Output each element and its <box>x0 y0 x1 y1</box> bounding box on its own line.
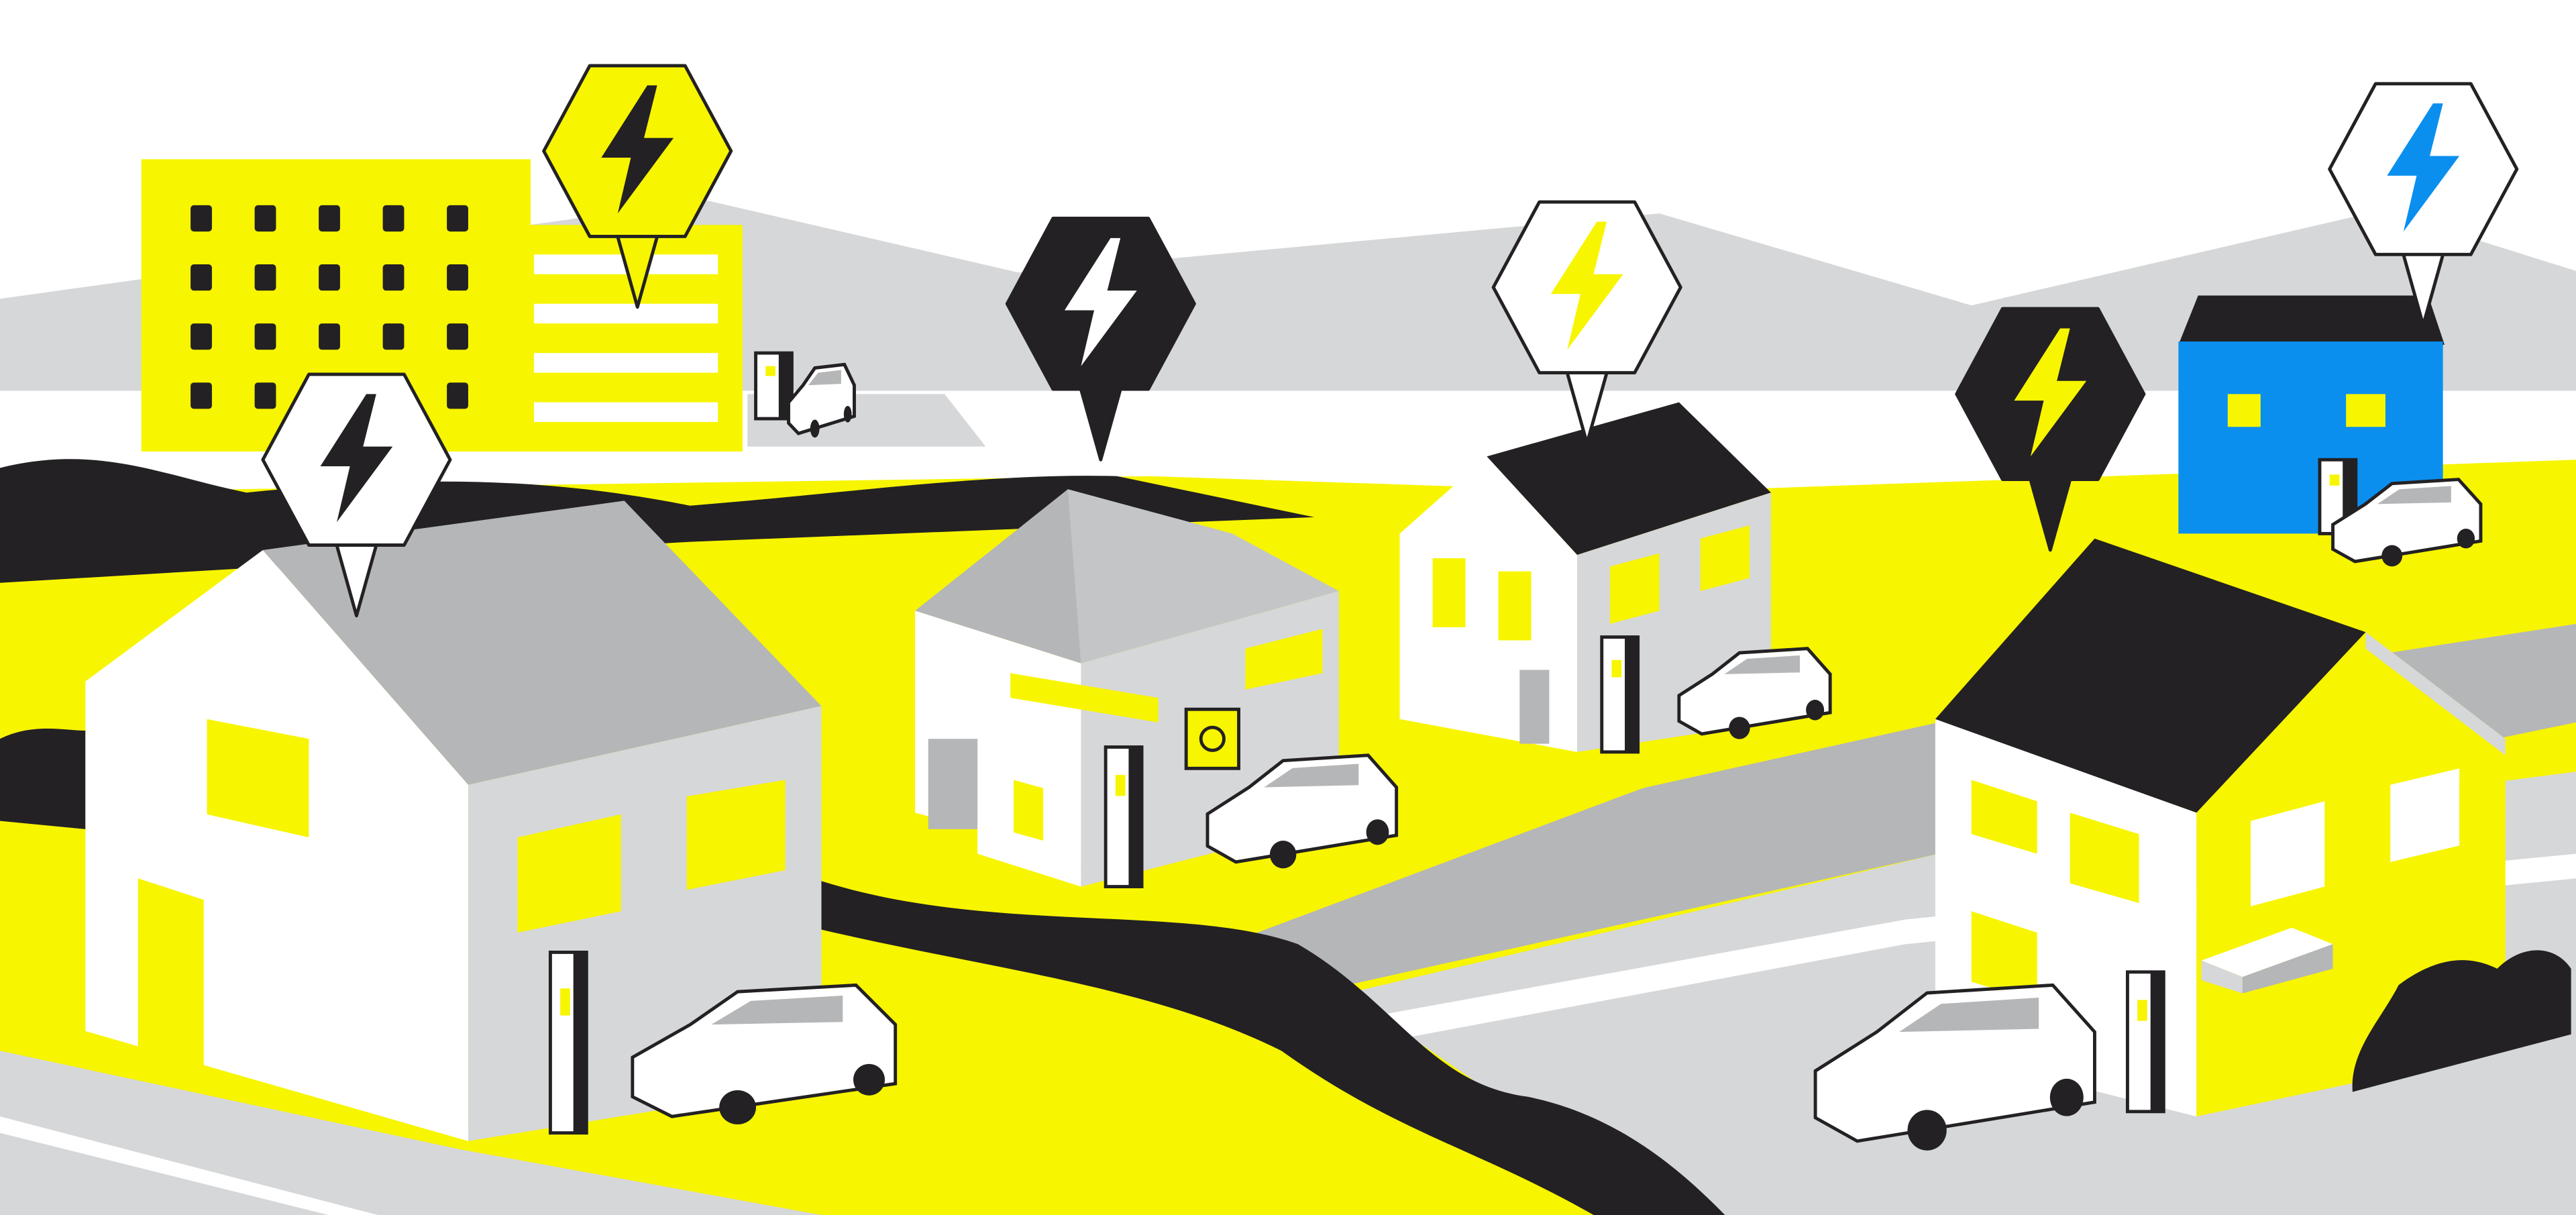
window <box>191 264 212 291</box>
lightning-bolt-icon <box>2014 328 2087 457</box>
electric-car <box>787 362 856 438</box>
window <box>447 323 468 350</box>
ev-charger <box>548 950 588 1135</box>
charging-pin <box>1005 217 1196 462</box>
window <box>382 264 405 291</box>
ev-charger <box>2125 970 2165 1114</box>
bushes <box>2352 950 2571 1092</box>
charging-pin <box>261 372 452 618</box>
window <box>447 205 468 232</box>
electric-car <box>631 983 898 1124</box>
ev-charger <box>754 351 794 421</box>
window <box>191 323 212 350</box>
window <box>447 264 468 291</box>
charging-pin <box>2328 82 2519 327</box>
window <box>319 205 340 232</box>
electric-car <box>1813 983 2096 1151</box>
charging-pin <box>1491 200 1682 445</box>
lightning-bolt-icon <box>1064 237 1137 366</box>
window <box>254 323 276 350</box>
window <box>191 205 212 232</box>
charging-pin <box>542 64 733 309</box>
charging-pin <box>1955 307 2146 552</box>
window <box>191 382 212 409</box>
window <box>254 264 276 291</box>
chargers <box>548 351 2358 1135</box>
lightning-bolt-icon <box>1550 221 1623 350</box>
ev-charger <box>1600 635 1640 754</box>
lightning-bolt-icon <box>320 394 393 523</box>
lightning-bolt-icon <box>2387 103 2460 232</box>
electric-car <box>1677 647 1832 739</box>
window <box>382 205 405 232</box>
window <box>319 264 340 291</box>
window <box>254 382 276 409</box>
house-middle <box>915 489 1339 887</box>
window <box>319 323 340 350</box>
window <box>447 382 468 409</box>
charging-location-pins <box>261 64 2519 618</box>
ev-charger <box>1104 745 1144 888</box>
dark-road-lower <box>813 878 1725 1215</box>
lightning-bolt-icon <box>601 85 674 214</box>
office-building-yellow <box>141 159 531 452</box>
window <box>382 323 405 350</box>
window <box>254 205 276 232</box>
solar-charger-icon <box>1184 707 1240 770</box>
electric-car <box>2331 478 2483 567</box>
electric-car <box>1205 753 1399 869</box>
cars <box>631 362 2483 1151</box>
